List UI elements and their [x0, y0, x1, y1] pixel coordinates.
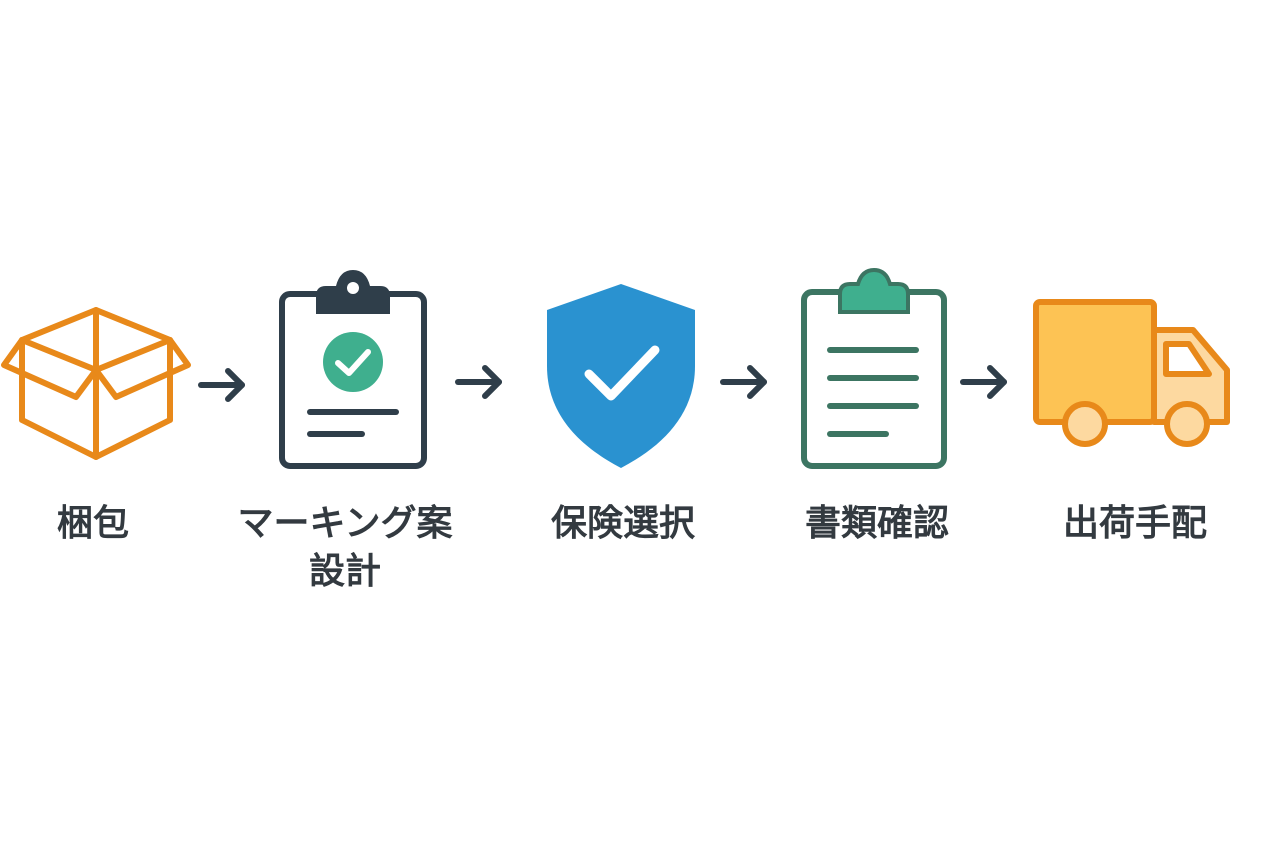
step-label-shipping: 出荷手配 [1062, 503, 1207, 544]
step-label-marking-design: マーキング案 設計 [237, 503, 453, 592]
truck-icon [1033, 299, 1230, 447]
document-clipboard-icon [801, 267, 947, 469]
step-label-packing: 梱包 [56, 503, 129, 544]
arrow-right-icon [960, 365, 1007, 399]
clipboard-check-icon [279, 270, 427, 469]
box-icon [1, 307, 191, 460]
arrow-right-icon [455, 365, 502, 399]
step-label-document-check: 書類確認 [804, 503, 949, 544]
arrow-right-icon [720, 365, 767, 399]
arrow-right-icon [198, 368, 245, 402]
shield-check-icon [547, 284, 695, 468]
step-label-insurance: 保険選択 [550, 503, 695, 544]
